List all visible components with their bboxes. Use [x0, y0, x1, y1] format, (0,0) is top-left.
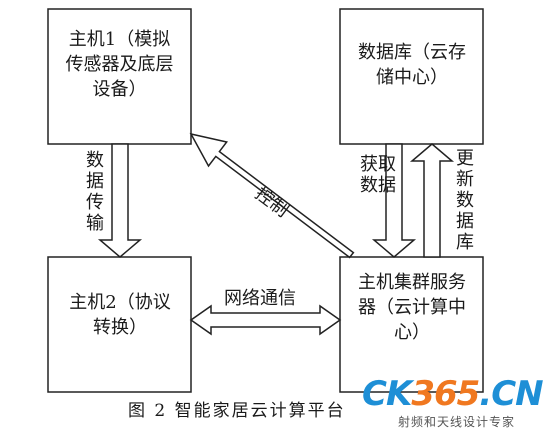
database-box	[339, 8, 484, 145]
update-db-label: 更新数据库	[456, 148, 474, 253]
cluster-label: 主机集群服务器（云计算中心）	[358, 272, 466, 343]
fetch-data-arrow	[371, 143, 417, 258]
update-db-arrow	[409, 143, 455, 258]
control-arrow	[189, 132, 355, 259]
host1-label: 主机1（模拟传感器及底层设备）	[65, 29, 174, 100]
figure-caption: 图 2 智能家居云计算平台	[128, 401, 346, 421]
watermark-subtitle: 射频和天线设计专家	[398, 415, 516, 429]
host2-label: 主机2（协议转换）	[69, 292, 171, 338]
network-comm-label: 网络通信	[224, 288, 296, 309]
cluster-box	[339, 256, 484, 393]
data-transfer-arrow	[97, 143, 143, 258]
watermark-logo-a: CK	[362, 374, 412, 414]
database-label: 数据库（云存储中心）	[358, 42, 466, 88]
data-transfer-label: 数据传输	[86, 150, 104, 234]
fetch-data-label: 获取数据	[360, 154, 396, 196]
watermark-logo: CK365.CN	[362, 374, 544, 414]
watermark-logo-c: .CN	[479, 374, 543, 414]
network-comm-arrow	[189, 304, 342, 336]
watermark-logo-b: 365	[411, 374, 480, 414]
